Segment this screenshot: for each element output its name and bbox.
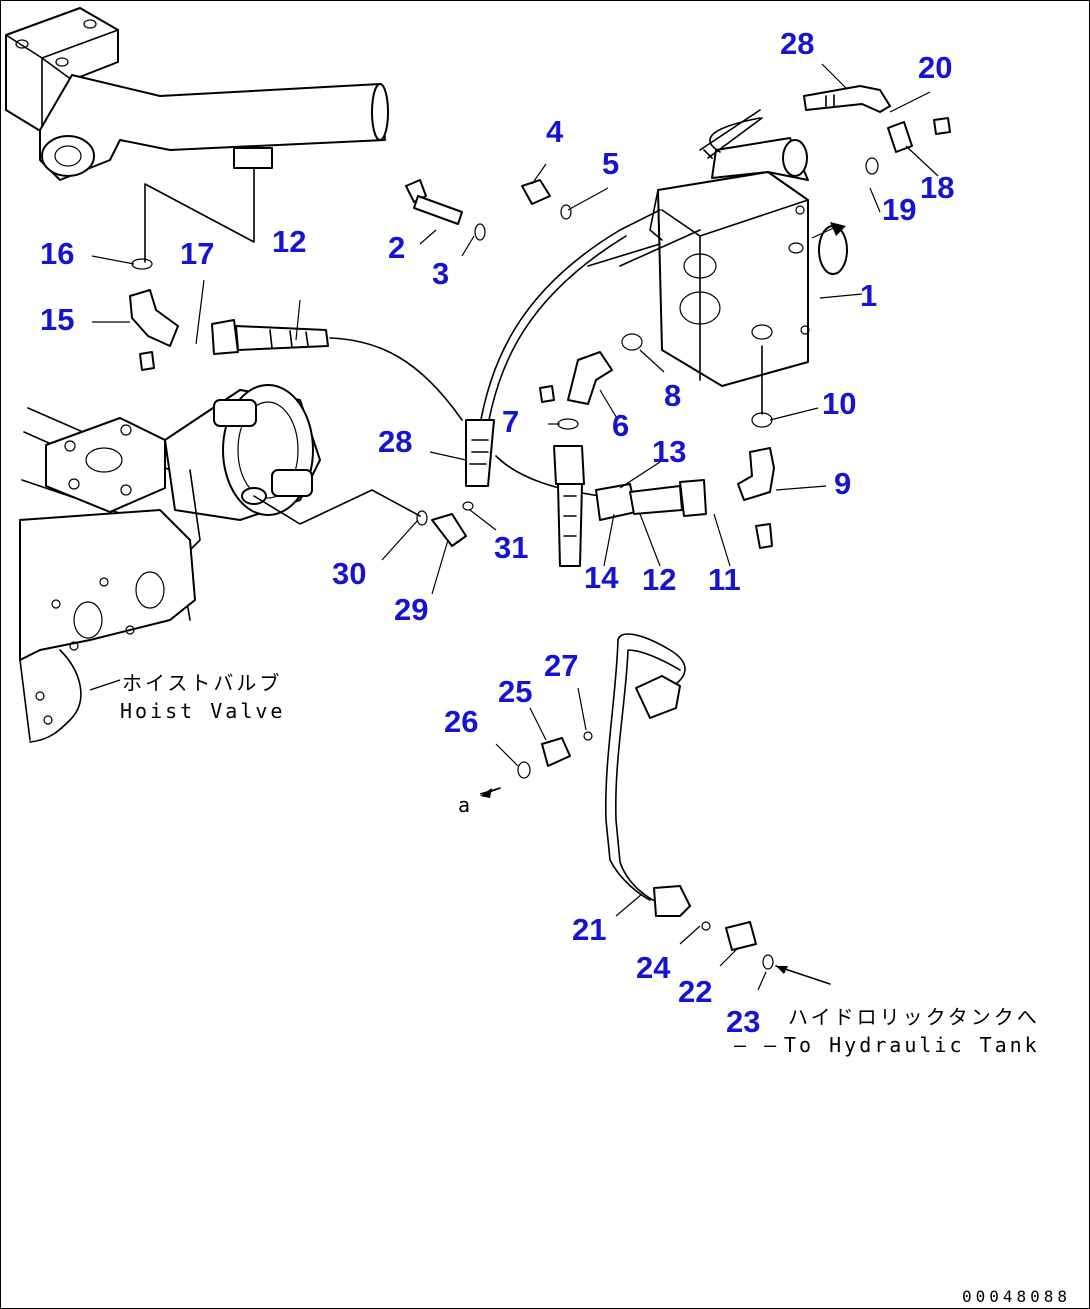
callout-14: 14 [584, 560, 619, 595]
drawing-number: 00048088 [962, 1287, 1071, 1306]
callout-4: 4 [546, 114, 564, 149]
callout-26: 26 [444, 704, 478, 739]
callout-24: 24 [636, 950, 671, 985]
tank-label-prefix: – – [734, 1033, 779, 1057]
callout-5: 5 [602, 146, 619, 181]
valve-block-drawing [619, 109, 848, 387]
callout-10: 10 [822, 386, 856, 421]
callout-13: 13 [652, 434, 686, 469]
return-pipe-drawing [483, 633, 831, 985]
frame-cylinder-drawing [19, 384, 421, 743]
callout-19: 19 [882, 192, 916, 227]
annotations: ホイストバルブ Hoist Valve ハイドロリックタンクへ – – To H… [120, 222, 1071, 1306]
hoist-valve-label-jp: ホイストバルブ [122, 671, 282, 695]
callout-30: 30 [332, 556, 366, 591]
callout-12-top: 12 [272, 224, 306, 259]
callout-12-bottom: 12 [642, 562, 676, 597]
callout-11: 11 [708, 562, 741, 597]
callout-31: 31 [494, 530, 528, 565]
callout-18: 18 [920, 170, 954, 205]
callout-3: 3 [432, 256, 449, 291]
fittings-drawing [129, 117, 951, 549]
callout-6: 6 [612, 408, 629, 443]
callout-1: 1 [860, 278, 877, 313]
callout-20: 20 [918, 50, 952, 85]
callout-7: 7 [502, 404, 519, 439]
callout-9: 9 [834, 466, 851, 501]
arrow-head-tank [776, 966, 788, 974]
tank-label-en: To Hydraulic Tank [784, 1033, 1040, 1057]
callout-27: 27 [544, 648, 578, 683]
arrow-a-label: a [458, 793, 473, 817]
callout-8: 8 [664, 378, 681, 413]
tank-label-jp: ハイドロリックタンクへ [788, 1005, 1040, 1029]
hoist-valve-label-en: Hoist Valve [120, 699, 285, 723]
arrow-head-19 [830, 222, 846, 236]
callout-22: 22 [678, 974, 712, 1009]
callout-16: 16 [40, 236, 74, 271]
callout-17: 17 [180, 236, 214, 271]
leader-lines [89, 63, 939, 991]
hoist-valve-body-drawing [5, 7, 389, 263]
hoses-drawing [211, 85, 891, 567]
callout-2: 2 [388, 230, 405, 265]
callout-25: 25 [498, 674, 532, 709]
callout-29: 29 [394, 592, 428, 627]
callout-28-top: 28 [780, 26, 814, 61]
callout-23: 23 [726, 1004, 760, 1039]
callout-28-middle: 28 [378, 424, 412, 459]
callout-labels: 1 2 3 4 5 6 7 8 9 10 11 12 12 13 14 15 1… [40, 26, 954, 1039]
callout-15: 15 [40, 302, 74, 337]
arrow-head-a [480, 788, 492, 798]
callout-21: 21 [572, 912, 606, 947]
